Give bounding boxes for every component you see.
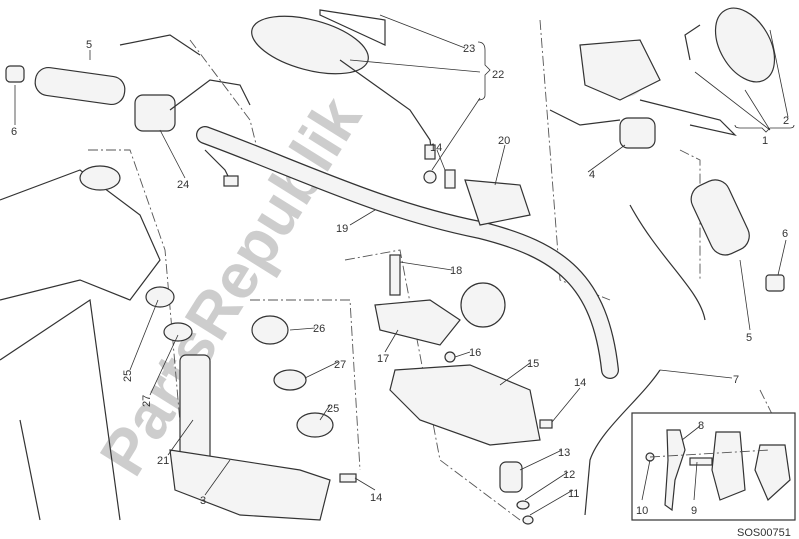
upper-triple-clamp [389, 364, 553, 446]
callout-23: 23 [463, 43, 475, 55]
callout-27: 27 [141, 395, 153, 407]
callout-18: 18 [450, 265, 462, 277]
callout-21: 21 [157, 455, 169, 467]
callout-10: 10 [636, 505, 648, 517]
drawing-code: SOS00751 [737, 527, 791, 539]
callout-17: 17 [377, 353, 389, 365]
callout-12: 12 [563, 469, 575, 481]
right-controls [549, 7, 785, 292]
callout-24: 24 [177, 179, 189, 191]
callout-19: 19 [336, 223, 348, 235]
callout-15: 15 [527, 358, 539, 370]
left-grip [5, 34, 251, 187]
callout-labels: 5 6 24 23 22 2 1 4 14 20 19 18 17 16 15 … [11, 39, 791, 539]
callout-16: 16 [469, 347, 481, 359]
callout-14: 14 [574, 377, 586, 389]
frame-outline [0, 165, 161, 521]
bracket-22 [477, 41, 491, 101]
callout-27: 27 [334, 359, 346, 371]
callout-14: 14 [430, 142, 442, 154]
callout-4: 4 [589, 169, 595, 181]
callout-25: 25 [122, 370, 134, 382]
detail-inset [631, 412, 796, 521]
upper-clamp [374, 169, 531, 363]
callout-5: 5 [86, 39, 92, 51]
handlebar [196, 126, 619, 379]
bracket-1 [734, 124, 795, 133]
callout-13: 13 [558, 447, 570, 459]
callout-14: 14 [370, 492, 382, 504]
leader-lines [14, 14, 789, 516]
callout-8: 8 [698, 420, 704, 432]
callout-11: 11 [568, 488, 579, 500]
callout-7: 7 [733, 374, 739, 386]
left-mirror [251, 9, 437, 184]
throttle-cable [584, 204, 706, 516]
callout-6: 6 [782, 228, 788, 240]
callout-6: 6 [11, 126, 17, 138]
callout-26: 26 [313, 323, 325, 335]
callout-25: 25 [327, 403, 339, 415]
callout-2: 2 [783, 115, 789, 127]
callout-3: 3 [200, 495, 206, 507]
callout-9: 9 [691, 505, 697, 517]
callout-20: 20 [498, 135, 510, 147]
lower-triple-clamp [169, 354, 357, 521]
callout-1: 1 [762, 135, 768, 147]
lower-parts [499, 461, 534, 525]
callout-5: 5 [746, 332, 752, 344]
callout-22: 22 [492, 69, 504, 81]
bearings [145, 286, 334, 438]
